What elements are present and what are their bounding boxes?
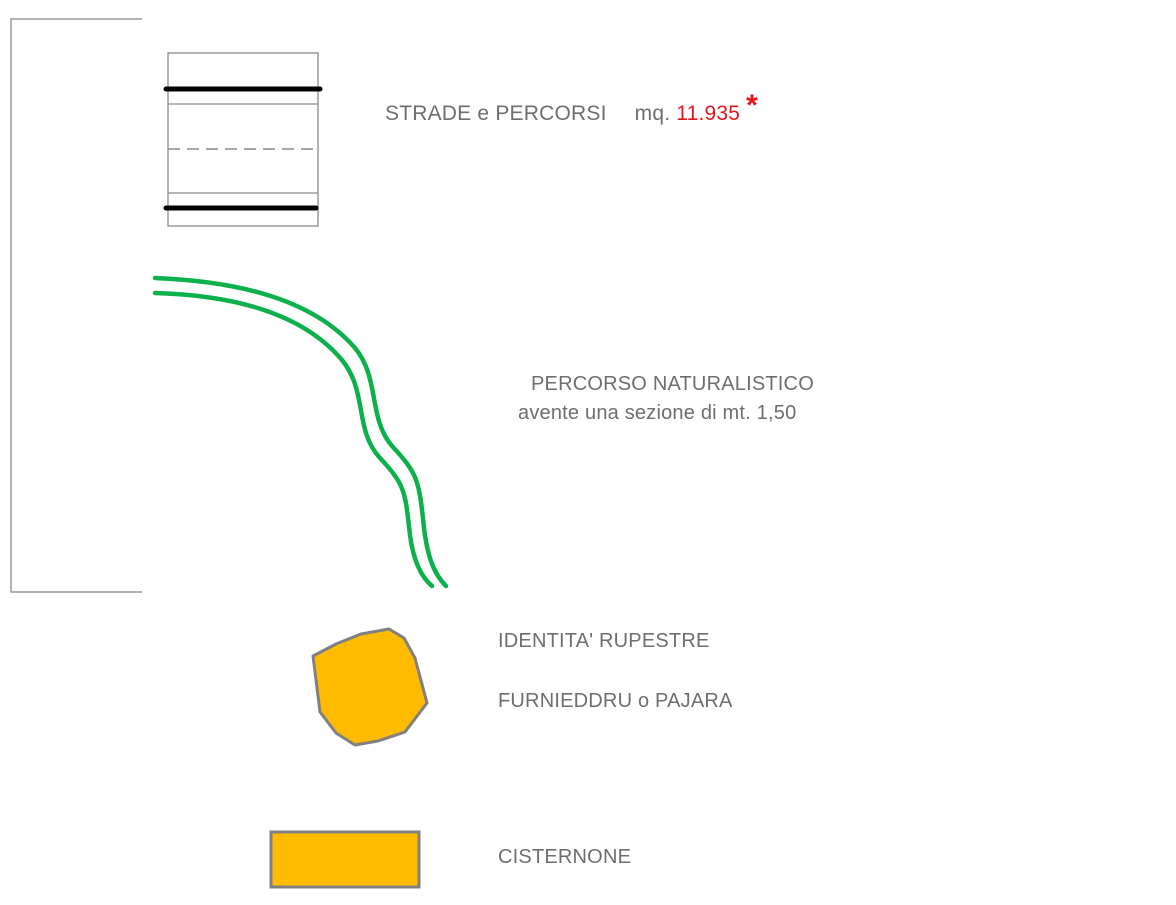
- naturalistico-subtitle: avente una sezione di mt. 1,50: [518, 402, 797, 424]
- strade-unit: mq.: [634, 102, 671, 125]
- rock-identity-icon: [311, 627, 429, 747]
- nature-path-icon: [152, 275, 449, 589]
- strade-legend-label: STRADE e PERCORSI mq. 11.935*: [385, 89, 758, 128]
- strade-area-value: 11.935: [676, 102, 741, 125]
- rupestre-label: IDENTITA' RUPESTRE: [498, 630, 710, 652]
- asterisk-icon: *: [746, 89, 759, 122]
- strade-label: STRADE e PERCORSI: [385, 102, 607, 125]
- road-section-icon: [163, 52, 323, 227]
- cistern-icon: [269, 830, 421, 889]
- legend-bracket: [10, 18, 142, 593]
- furnieddru-label: FURNIEDDRU o PAJARA: [498, 690, 733, 712]
- naturalistico-title: PERCORSO NATURALISTICO: [531, 373, 814, 395]
- cisternone-label: CISTERNONE: [498, 846, 632, 868]
